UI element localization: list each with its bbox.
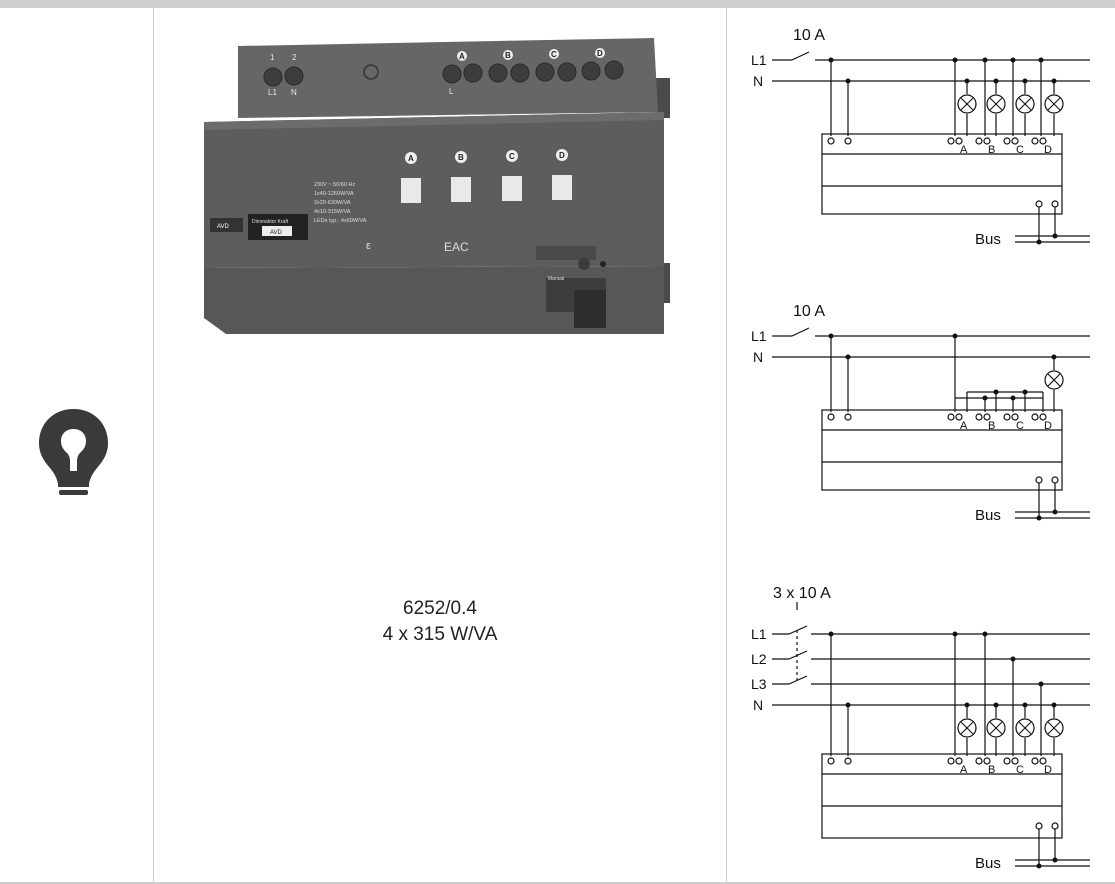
- line-label-l3: L3: [751, 676, 767, 692]
- spec-line-1: 230V ~ 50/60 Hz: [314, 182, 355, 188]
- output-label-b: B: [988, 144, 995, 156]
- spec-line-3: 2x20-630W/VA: [314, 200, 351, 206]
- line-label-n: N: [753, 349, 763, 365]
- device-illustration: 1 2 L1 N L A B C D A: [204, 38, 670, 334]
- spec-line-5: LEDs typ.: 4x60W/VA: [314, 218, 367, 224]
- line-label-l1: L1: [751, 52, 767, 68]
- output-label-d: D: [1044, 764, 1052, 776]
- line-label-l1: L1: [751, 626, 767, 642]
- lightbulb-icon: [39, 409, 108, 495]
- device-label-b-top: B: [505, 51, 511, 60]
- product-cell: 1 2 L1 N L A B C D A: [154, 8, 726, 882]
- output-label-a: A: [960, 764, 968, 776]
- device-label-a: A: [408, 154, 414, 163]
- bus-label: Bus: [975, 507, 1001, 524]
- device-label-n: N: [291, 88, 297, 97]
- ce-mark: ε: [366, 240, 371, 252]
- output-label-c: C: [1016, 764, 1024, 776]
- device-label-l: L: [449, 87, 454, 96]
- icon-cell: [0, 8, 153, 882]
- column-divider: [726, 8, 727, 884]
- output-label-d: D: [1044, 420, 1052, 432]
- device-label-a-top: A: [459, 52, 465, 61]
- output-label-a: A: [960, 420, 968, 432]
- device-label-d: D: [559, 151, 565, 160]
- column-divider: [153, 8, 154, 884]
- product-model: 6252/0.4: [403, 598, 477, 619]
- line-label-n: N: [753, 73, 763, 89]
- breaker-label: 3 x 10 A: [773, 585, 831, 602]
- bus-label: Bus: [975, 855, 1001, 872]
- output-label-c: C: [1016, 420, 1024, 432]
- spec-line-2: 1x40-1260W/VA: [314, 191, 354, 197]
- manual-label: Manual: [548, 276, 564, 282]
- table-bottom-border: [0, 882, 1115, 884]
- device-badge-top: AVD: [217, 224, 230, 230]
- output-label-d: D: [1044, 144, 1052, 156]
- breaker-label: 10 A: [793, 303, 825, 320]
- device-label-terminal-2: 2: [292, 53, 297, 62]
- wiring-diagram-3: 3 x 10 A L1 L2 L3 N A B C D Bus: [751, 585, 1090, 872]
- bus-label: Bus: [975, 231, 1001, 248]
- device-label-c-top: C: [551, 50, 557, 59]
- output-label-b: B: [988, 764, 995, 776]
- line-label-l2: L2: [751, 651, 767, 667]
- device-label-terminal-1: 1: [270, 53, 275, 62]
- line-label-n: N: [753, 697, 763, 713]
- device-label-l1: L1: [268, 88, 277, 97]
- breaker-label: 10 A: [793, 27, 825, 44]
- output-label-a: A: [960, 144, 968, 156]
- product-rating: 4 x 315 W/VA: [382, 624, 498, 645]
- device-label-d-top: D: [597, 49, 603, 58]
- wiring-diagrams-cell: 10 A L1 N A B C D Bus: [727, 8, 1115, 882]
- spec-line-4: 4x10-315W/VA: [314, 209, 351, 215]
- table-top-border: [0, 0, 1115, 8]
- device-badge-bottom: AVD: [270, 230, 283, 236]
- wiring-diagram-1: 10 A L1 N A B C D Bus: [751, 27, 1090, 248]
- eac-mark: EAC: [444, 240, 469, 254]
- device-label-b: B: [458, 153, 464, 162]
- device-label-c: C: [509, 152, 515, 161]
- line-label-l1: L1: [751, 328, 767, 344]
- product-caption: 6252/0.4 4 x 315 W/VA: [154, 596, 726, 648]
- output-label-c: C: [1016, 144, 1024, 156]
- device-badge-mid: Dimmaktor Kraft: [252, 219, 289, 225]
- wiring-diagram-2: 10 A L1 N A B C D Bus: [751, 303, 1090, 524]
- output-label-b: B: [988, 420, 995, 432]
